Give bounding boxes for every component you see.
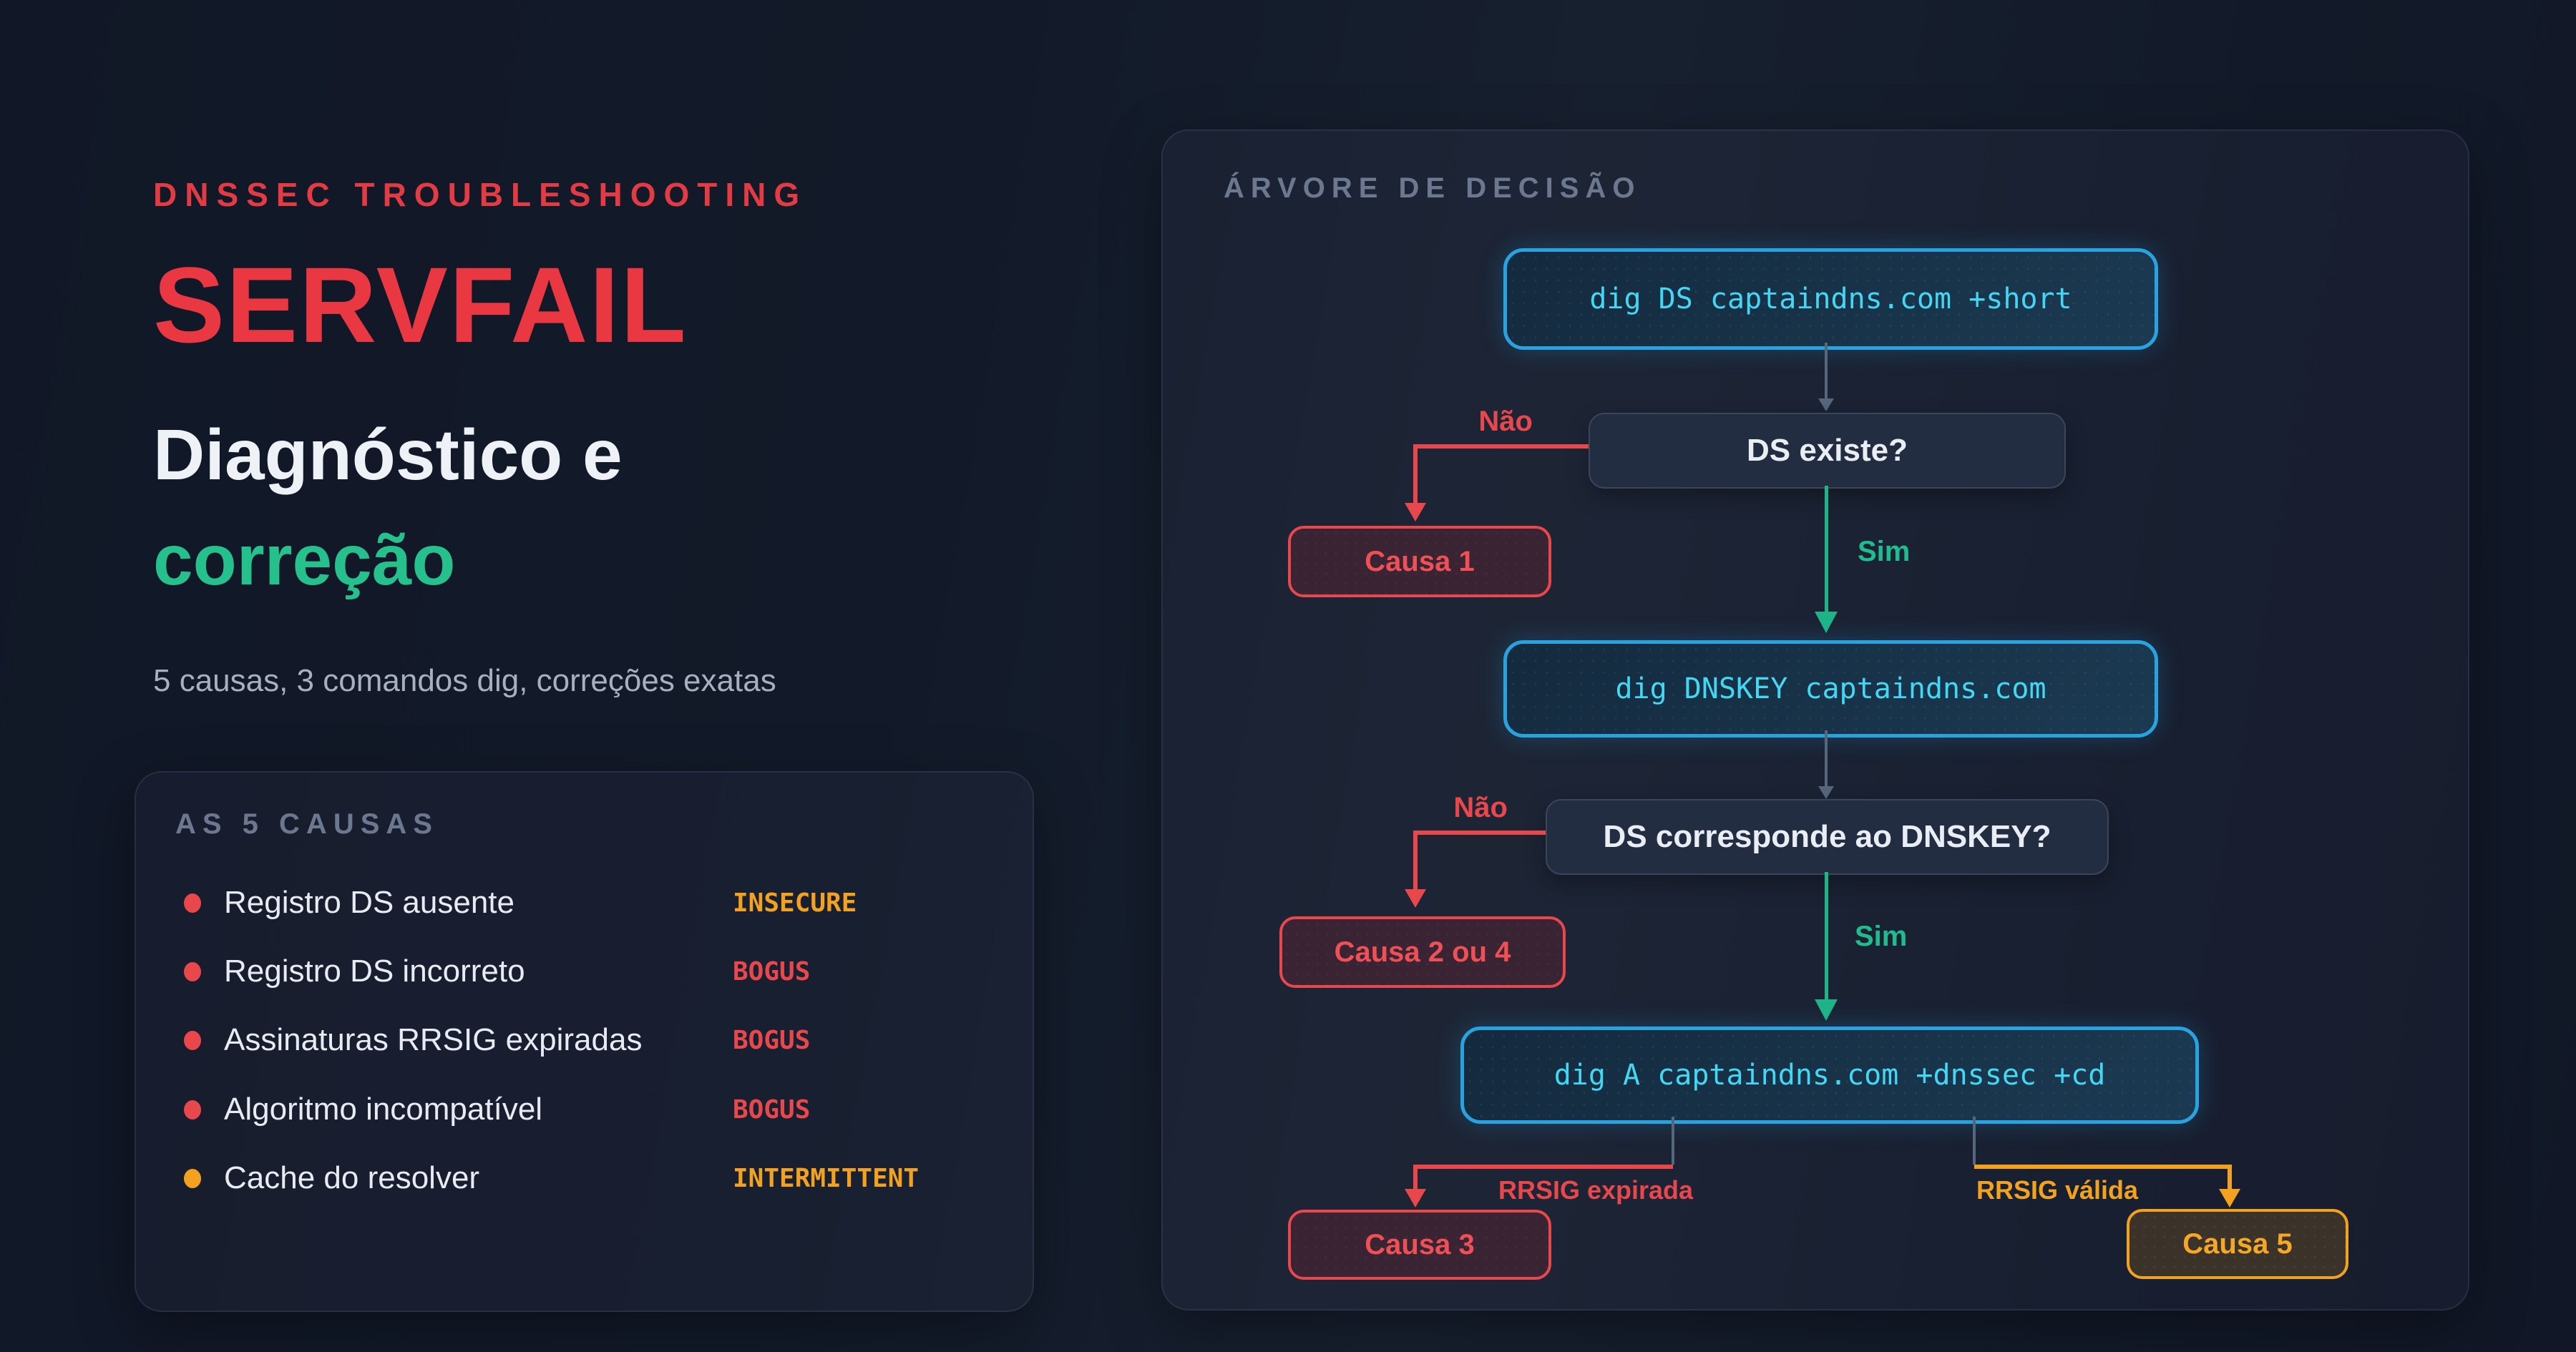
edge-valid-vline xyxy=(2228,1165,2232,1189)
cause-node-1: Causa 1 xyxy=(1288,526,1551,597)
cmd-node-dig-a-dnssec: dig A captaindns.com +dnssec +cd xyxy=(1460,1027,2199,1124)
edge-no1-vline xyxy=(1413,444,1418,503)
bullet-dot-icon xyxy=(184,1168,201,1188)
bullet-dot-icon xyxy=(184,893,201,913)
subtitle: Diagnóstico e correção xyxy=(153,403,1083,613)
edge-cmd1-q1-line xyxy=(1825,343,1828,398)
cause-row: Cache do resolver INTERMITTENT xyxy=(184,1158,1000,1198)
edge-expired-vline xyxy=(1413,1165,1418,1189)
cause-status-badge: INTERMITTENT xyxy=(733,1163,919,1193)
cause-node-3: Causa 3 xyxy=(1288,1210,1551,1280)
edge-expired-hline xyxy=(1415,1165,1673,1169)
edge-label-rrsig-valid: RRSIG válida xyxy=(1976,1175,2139,1205)
edge-yes2-line xyxy=(1825,872,1828,999)
eyebrow-text: DNSSEC TROUBLESHOOTING xyxy=(153,176,808,213)
edge-valid-hline xyxy=(1974,1165,2232,1169)
cmd-node-dig-dnskey: dig DNSKEY captaindns.com xyxy=(1503,640,2158,738)
edge-cmd3-right-stub xyxy=(1973,1117,1976,1165)
cause-node-5: Causa 5 xyxy=(2127,1209,2348,1279)
edge-no1-arrowhead xyxy=(1405,503,1426,521)
edge-cmd1-q1-arrowhead xyxy=(1818,398,1834,411)
subtitle-line-1: Diagnóstico e xyxy=(153,415,623,495)
cmd-node-dig-ds: dig DS captaindns.com +short xyxy=(1503,248,2158,350)
edge-expired-arrowhead xyxy=(1405,1189,1426,1208)
cause-status-badge: BOGUS xyxy=(733,1025,811,1055)
cause-status-badge: BOGUS xyxy=(733,1094,811,1125)
question-node-ds-exists: DS existe? xyxy=(1589,413,2066,489)
edge-no2-arrowhead xyxy=(1405,889,1426,908)
cause-row: Registro DS ausente INSECURE xyxy=(184,883,1000,923)
tagline: 5 causas, 3 comandos dig, correções exat… xyxy=(153,663,776,698)
edge-no2-vline xyxy=(1413,831,1418,889)
edge-cmd2-q2-arrowhead xyxy=(1818,786,1834,799)
edge-cmd2-q2-line xyxy=(1825,730,1828,786)
causes-card: AS 5 CAUSAS Registro DS ausente INSECURE… xyxy=(135,771,1034,1312)
decision-tree-card: ÁRVORE DE DECISÃO dig DS captaindns.com … xyxy=(1161,129,2469,1311)
bullet-dot-icon xyxy=(184,961,201,981)
cause-status-badge: BOGUS xyxy=(733,956,811,986)
edge-yes1-line xyxy=(1825,486,1828,612)
hero-section: DNSSEC TROUBLESHOOTING SERVFAIL Diagnóst… xyxy=(153,175,1083,699)
page-title: SERVFAIL xyxy=(153,245,688,365)
bullet-dot-icon xyxy=(184,1099,201,1120)
edge-label-yes-2: Sim xyxy=(1855,921,1908,952)
edge-yes1-arrowhead xyxy=(1815,612,1838,633)
edge-no1-hline xyxy=(1415,444,1589,449)
cause-label: Registro DS incorreto xyxy=(224,954,525,989)
subtitle-line-2: correção xyxy=(153,520,456,600)
question-node-ds-matches-dnskey: DS corresponde ao DNSKEY? xyxy=(1546,799,2109,875)
edge-yes2-arrowhead xyxy=(1815,999,1838,1021)
bullet-dot-icon xyxy=(184,1030,201,1050)
cause-label: Algoritmo incompatível xyxy=(224,1092,543,1127)
cause-row: Registro DS incorreto BOGUS xyxy=(184,951,1000,991)
causes-heading: AS 5 CAUSAS xyxy=(175,808,439,840)
edge-no2-hline xyxy=(1415,831,1546,835)
edge-label-rrsig-expired: RRSIG expirada xyxy=(1498,1175,1694,1205)
cause-row: Algoritmo incompatível BOGUS xyxy=(184,1089,1000,1130)
cause-row: Assinaturas RRSIG expiradas BOGUS xyxy=(184,1020,1000,1060)
cause-status-badge: INSECURE xyxy=(733,888,857,918)
cause-label: Registro DS ausente xyxy=(224,885,514,920)
edge-label-no-1: Não xyxy=(1478,406,1533,437)
edge-valid-arrowhead xyxy=(2219,1189,2240,1208)
edge-label-yes-1: Sim xyxy=(1858,536,1911,567)
cause-node-2-or-4: Causa 2 ou 4 xyxy=(1279,916,1566,988)
cause-label: Cache do resolver xyxy=(224,1160,480,1195)
cause-label: Assinaturas RRSIG expiradas xyxy=(224,1022,643,1057)
tree-heading: ÁRVORE DE DECISÃO xyxy=(1224,172,1641,204)
edge-label-no-2: Não xyxy=(1453,792,1508,823)
edge-cmd3-left-stub xyxy=(1672,1117,1674,1165)
